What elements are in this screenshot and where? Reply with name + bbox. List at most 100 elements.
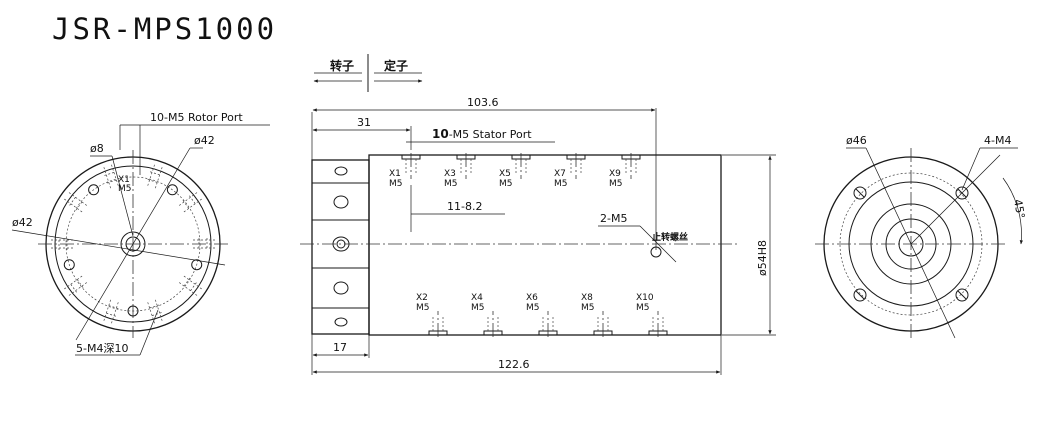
m4-hole — [166, 184, 178, 196]
port-size-label: M5 — [609, 179, 623, 189]
port-size-label: M5 — [526, 303, 540, 313]
dim-11-label: 11-8.2 — [447, 200, 482, 213]
tap-line — [75, 200, 84, 211]
port-name-label: X10 — [636, 293, 654, 303]
port-name-label: X8 — [581, 293, 593, 303]
side-view: 转子 定子 103.6 31 10-M5 Stator Port — [300, 54, 776, 375]
rotor-port-tapping — [178, 191, 204, 213]
dim-103-label: 103.6 — [467, 96, 499, 109]
rotor-port-tapping — [147, 299, 164, 326]
tap-line — [62, 197, 83, 213]
rotor-side-hole — [333, 281, 349, 295]
tap-line — [178, 191, 199, 206]
dim-122-label: 122.6 — [498, 358, 530, 371]
angle-ray — [910, 154, 1001, 245]
port-name-label: X2 — [416, 293, 428, 303]
stator-port-tapping — [593, 311, 613, 337]
stator-port-tapping — [538, 311, 558, 337]
phi54-label: ø54H8 — [756, 240, 769, 276]
port-name-label: X4 — [471, 293, 483, 303]
rotor-port-tapping — [62, 191, 88, 213]
tap-line — [147, 162, 156, 186]
stator-port-tapping — [621, 153, 641, 179]
rotor-side-hole — [334, 166, 348, 176]
port-size-label: M5 — [554, 179, 568, 189]
rotor-port-tapping — [102, 299, 119, 326]
m4-hole — [88, 184, 100, 196]
m4-leader-slant — [139, 309, 159, 356]
port-size-label: M5 — [499, 179, 513, 189]
tap-line — [178, 282, 199, 297]
tap-line — [155, 165, 164, 189]
phi42-left-label: ø42 — [12, 216, 33, 229]
m4-4-label: 4-M4 — [984, 134, 1011, 147]
m4-bolt-hole — [955, 288, 969, 302]
phi46-label: ø46 — [846, 134, 867, 147]
hole-mark — [855, 290, 865, 300]
port-size-label: M5 — [636, 303, 650, 313]
port-size-label: M5 — [581, 303, 595, 313]
angle-arc — [1002, 177, 1024, 245]
rotor-port-tapping — [147, 162, 164, 189]
rotor-port-tapping — [178, 275, 204, 297]
stator-port-tapping — [401, 153, 421, 179]
rotor-port-tapping — [62, 275, 88, 297]
tap-line — [102, 165, 111, 189]
tap-line — [75, 277, 84, 288]
port-size-label: M5 — [471, 303, 485, 313]
phi46-diagonal — [865, 147, 956, 339]
stator-port-tapping — [483, 311, 503, 337]
m4-hole — [127, 305, 139, 317]
phi8-leader-slant — [111, 155, 134, 237]
tap-line — [155, 299, 164, 323]
rotor-port-label: 10-M5 Rotor Port — [150, 111, 243, 124]
tap-line — [110, 302, 119, 326]
m4-bolt-hole — [955, 186, 969, 200]
phi42-left-leader — [11, 229, 226, 266]
stator-body — [368, 154, 722, 336]
m5-2-leader-slant — [639, 225, 677, 263]
port-name-label: X1 — [389, 169, 401, 179]
phi8-label: ø8 — [90, 142, 104, 155]
dim-17-label: 17 — [333, 341, 347, 354]
m4-hole — [191, 259, 203, 271]
port-name-label: X5 — [499, 169, 511, 179]
rotor-label: 转子 — [330, 58, 354, 73]
port-size-label: M5 — [444, 179, 458, 189]
m5-2-label: 2-M5 — [600, 212, 627, 225]
stator-port-text: -M5 Stator Port — [449, 128, 533, 141]
rotor-side-holes — [332, 166, 350, 327]
drawing-title: JSR-MPS1000 — [52, 12, 278, 46]
stator-label: 定子 — [384, 58, 408, 73]
stator-port-tapping — [511, 153, 531, 179]
tap-line — [110, 162, 119, 186]
dim-31-label: 31 — [357, 116, 371, 129]
hole-mark — [957, 290, 967, 300]
stator-end-view: ø46 4-M4 45° — [815, 134, 1027, 340]
m4-hole — [63, 259, 75, 271]
port-name-label: X7 — [554, 169, 566, 179]
anti-rotation-hole — [650, 246, 662, 258]
x1-label-left: X1 — [118, 175, 130, 185]
tap-line — [102, 299, 111, 323]
port-name-label: X6 — [526, 293, 538, 303]
rotor-end-view: 10-M5 Rotor Port ø8 ø42 ø42 5-M4深10 X1 M… — [11, 111, 270, 356]
anti-rotation-label: 止转螺丝 — [652, 231, 688, 243]
rotor-port-tapping — [49, 238, 73, 250]
stator-port-tapping — [428, 311, 448, 337]
m5-label-left: M5 — [118, 184, 132, 194]
stator-port-tapping — [456, 153, 476, 179]
port-size-label: M5 — [389, 179, 403, 189]
port-size-label: M5 — [416, 303, 430, 313]
stator-port-tapping — [648, 311, 668, 337]
angle-label: 45° — [1011, 198, 1027, 219]
port-name-label: X3 — [444, 169, 456, 179]
stator-port-label: 10-M5 Stator Port — [432, 127, 532, 141]
rotor-side-hole — [334, 317, 348, 327]
port-name-label: X9 — [609, 169, 621, 179]
stator-port-count: 10 — [432, 127, 449, 141]
rotor-side-hole — [333, 195, 349, 209]
